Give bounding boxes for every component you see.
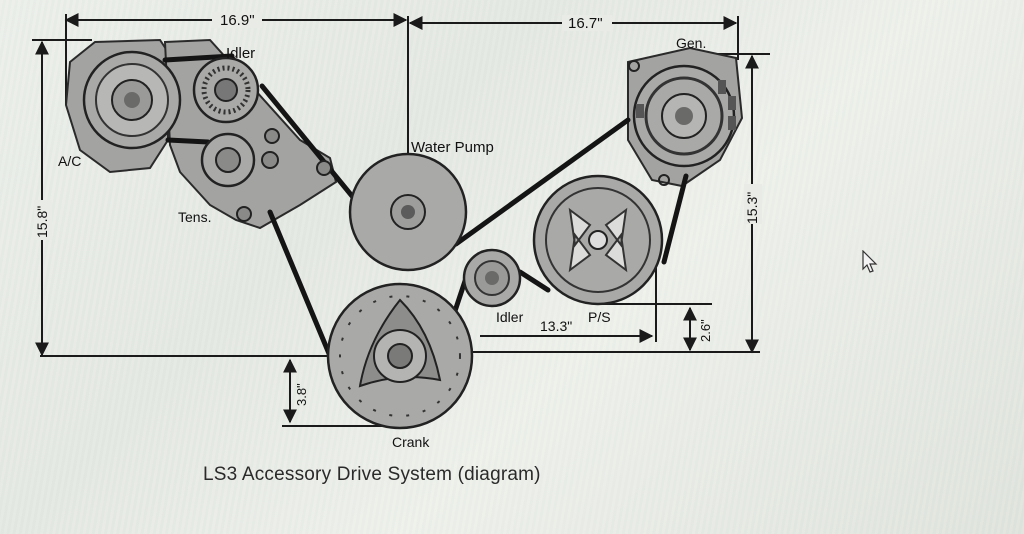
dim-ps-width: 13.3" (540, 318, 572, 334)
power-steering-pulley (532, 174, 664, 306)
ac-pulley (82, 50, 182, 150)
dim-ps-offset: 2.6" (698, 319, 713, 342)
belt-seg-4 (661, 173, 689, 265)
crank-pulley (326, 282, 474, 430)
label-idler-lower: Idler (496, 309, 524, 325)
dim-crank-offset: 3.8" (294, 383, 309, 406)
belt-seg-7 (267, 209, 333, 359)
component-labels: A/C Idler Tens. Water Pump Gen. P/S Idle… (58, 35, 706, 450)
label-power-steering: P/S (588, 309, 611, 325)
belt-seg-2 (259, 83, 355, 199)
serpentine-belt (162, 53, 689, 359)
label-generator: Gen. (676, 35, 706, 51)
label-tensioner: Tens. (178, 209, 211, 225)
belt-seg-1 (162, 53, 235, 63)
label-water-pump: Water Pump (411, 139, 494, 156)
dim-right-height: 15.3" (744, 192, 760, 224)
belt-seg-3 (453, 117, 631, 247)
dim-left-height: 15.8" (34, 206, 50, 238)
label-ac: A/C (58, 153, 81, 169)
dimension-labels: 16.9" 16.7" 15.8" 15.3" 13.3" 2.6" 3.8" (34, 12, 762, 406)
top-idler-pulley (192, 56, 260, 124)
belt-seg-5 (517, 269, 551, 293)
mouse-pointer-icon (862, 249, 878, 279)
dim-top-left: 16.9" (220, 12, 255, 29)
label-idler-top: Idler (226, 45, 255, 62)
dim-top-right: 16.7" (568, 15, 603, 32)
water-pump-pulley (348, 152, 468, 272)
belt-seg-8 (165, 137, 211, 145)
generator-pulley (628, 60, 736, 186)
lower-idler-pulley (462, 248, 522, 308)
diagram-caption: LS3 Accessory Drive System (diagram) (203, 464, 541, 485)
tensioner-pulley (200, 128, 332, 222)
label-crank: Crank (392, 434, 430, 450)
